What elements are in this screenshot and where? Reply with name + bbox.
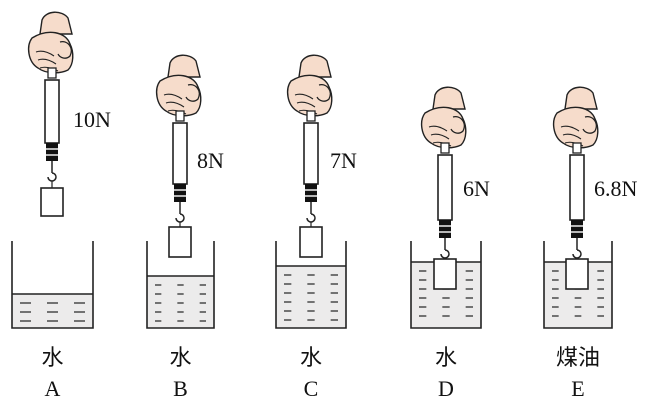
scale-body [303,122,319,185]
experiment-panel: 10N 水A [11,11,111,401]
scale-body [569,154,585,221]
scale-reading: 6.8N [594,176,638,201]
scale-reading: 7N [330,148,357,173]
hand-icon [552,86,599,154]
liquid-fill [276,266,346,328]
scale-hook [306,213,316,223]
panel-letter: C [304,376,319,401]
beaker-icon [11,241,94,329]
metal-block-icon [168,226,192,258]
beaker-wall [275,241,347,329]
liquid-label: 水 [169,345,191,370]
scale-reading: 6N [463,176,490,201]
hand-icon [286,54,333,122]
panel-letter: D [438,376,454,401]
scale-base [46,143,58,161]
scale-base [439,220,451,238]
scale-body [44,79,60,144]
liquid-fill [12,294,93,328]
spring-scale-icon [303,122,319,227]
metal-block-icon [433,258,457,290]
liquid-label: 水 [435,345,457,370]
experiment-panel: 8N 水B [146,54,224,401]
spring-scale-icon [437,154,453,259]
scale-base [174,184,186,202]
beaker-wall [146,241,215,329]
liquid-label: 水 [300,345,322,370]
experiment-panel: 6.8N 煤油 E [543,86,638,401]
scale-base [571,220,583,238]
experiment-panel: 6N 水D [410,86,490,401]
hand-icon [155,54,202,122]
metal-block-icon [565,258,589,290]
panel-letter: E [571,376,584,401]
metal-block-icon [299,226,323,258]
scale-reading: 8N [197,148,224,173]
hand-icon [27,11,74,79]
scale-hook [47,172,57,182]
scale-hook [440,249,450,259]
liquid-fill [147,276,214,328]
spring-scale-icon [44,79,60,188]
panel-letter: A [45,376,61,401]
beaker-icon [146,241,215,329]
hand-icon [420,86,467,154]
scale-body [172,122,188,185]
scale-reading: 10N [73,107,111,132]
scale-hook [572,249,582,259]
scale-body [437,154,453,221]
spring-scale-icon [172,122,188,227]
beaker-wall [410,241,482,329]
spring-scale-icon [569,154,585,259]
scale-hook [175,213,185,223]
liquid-label: 水 [41,345,63,370]
metal-block-icon [40,187,64,217]
scale-base [305,184,317,202]
liquid-label: 煤油 [556,345,600,370]
beaker-icon [275,241,347,329]
beaker-wall [543,241,613,329]
panel-letter: B [173,376,188,401]
experiment-panel: 7N 水C [275,54,357,401]
beaker-wall [11,241,94,329]
